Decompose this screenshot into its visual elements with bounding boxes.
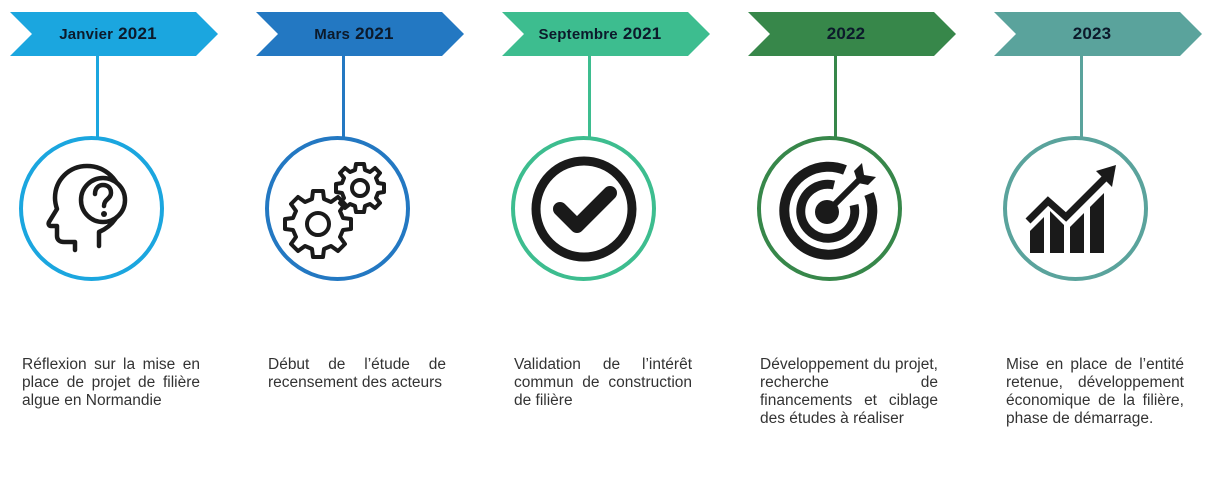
date-banner: Septembre 2021	[502, 12, 710, 56]
timeline-step: 2022 Développement du projet, recherche …	[738, 0, 983, 492]
growth-chart-icon	[1025, 164, 1116, 253]
date-year: 2021	[118, 24, 157, 43]
connector-line	[1080, 56, 1083, 138]
date-banner: Janvier 2021	[10, 12, 218, 56]
date-label: 2022	[748, 12, 944, 56]
gears-icon	[282, 161, 386, 259]
date-label: Mars 2021	[256, 12, 452, 56]
date-label: Septembre 2021	[502, 12, 698, 56]
step-description: Validation de l’intérêt commun de constr…	[514, 356, 692, 409]
connector-line	[96, 56, 99, 138]
chevron-banner-shape	[502, 12, 710, 56]
checkmark-icon	[531, 156, 636, 261]
chevron-banner-shape	[748, 12, 956, 56]
date-word: Septembre	[538, 25, 618, 43]
icon-ring	[19, 136, 164, 281]
timeline-step: Janvier 2021 Réflexion sur la mise en pl…	[0, 0, 245, 492]
connector-line	[588, 56, 591, 138]
connector-line	[834, 56, 837, 138]
icon-ring	[757, 136, 902, 281]
date-banner: 2022	[748, 12, 956, 56]
date-banner: Mars 2021	[256, 12, 464, 56]
date-banner: 2023	[994, 12, 1202, 56]
step-description: Mise en place de l’entité retenue, dével…	[1006, 356, 1184, 427]
date-year: 2021	[622, 24, 662, 43]
date-word: Janvier	[59, 25, 114, 43]
timeline-step: Mars 2021 Début	[246, 0, 491, 492]
chevron-banner-shape	[10, 12, 218, 56]
step-description: Réflexion sur la mise en place de projet…	[22, 356, 200, 409]
icon-ring	[1003, 136, 1148, 281]
timeline-step: 2023 Mise en place de l’entité retenue, …	[984, 0, 1220, 492]
connector-line	[342, 56, 345, 138]
head-question-icon	[45, 163, 127, 252]
date-label: 2023	[994, 12, 1190, 56]
step-description: Développement du projet, recherche de fi…	[760, 356, 938, 427]
icon-ring	[511, 136, 656, 281]
date-year: 2023	[1072, 24, 1112, 43]
timeline-step: Septembre 2021 Validation de l’intérêt c…	[492, 0, 737, 492]
chevron-banner-shape	[256, 12, 464, 56]
date-word: Mars	[314, 25, 351, 43]
chevron-banner-shape	[994, 12, 1202, 56]
step-description: Début de l’étude de recensement des acte…	[268, 356, 446, 391]
date-label: Janvier 2021	[10, 12, 206, 56]
date-year: 2021	[355, 24, 394, 43]
target-icon	[778, 161, 877, 260]
date-year: 2022	[826, 24, 866, 43]
icon-ring	[265, 136, 410, 281]
